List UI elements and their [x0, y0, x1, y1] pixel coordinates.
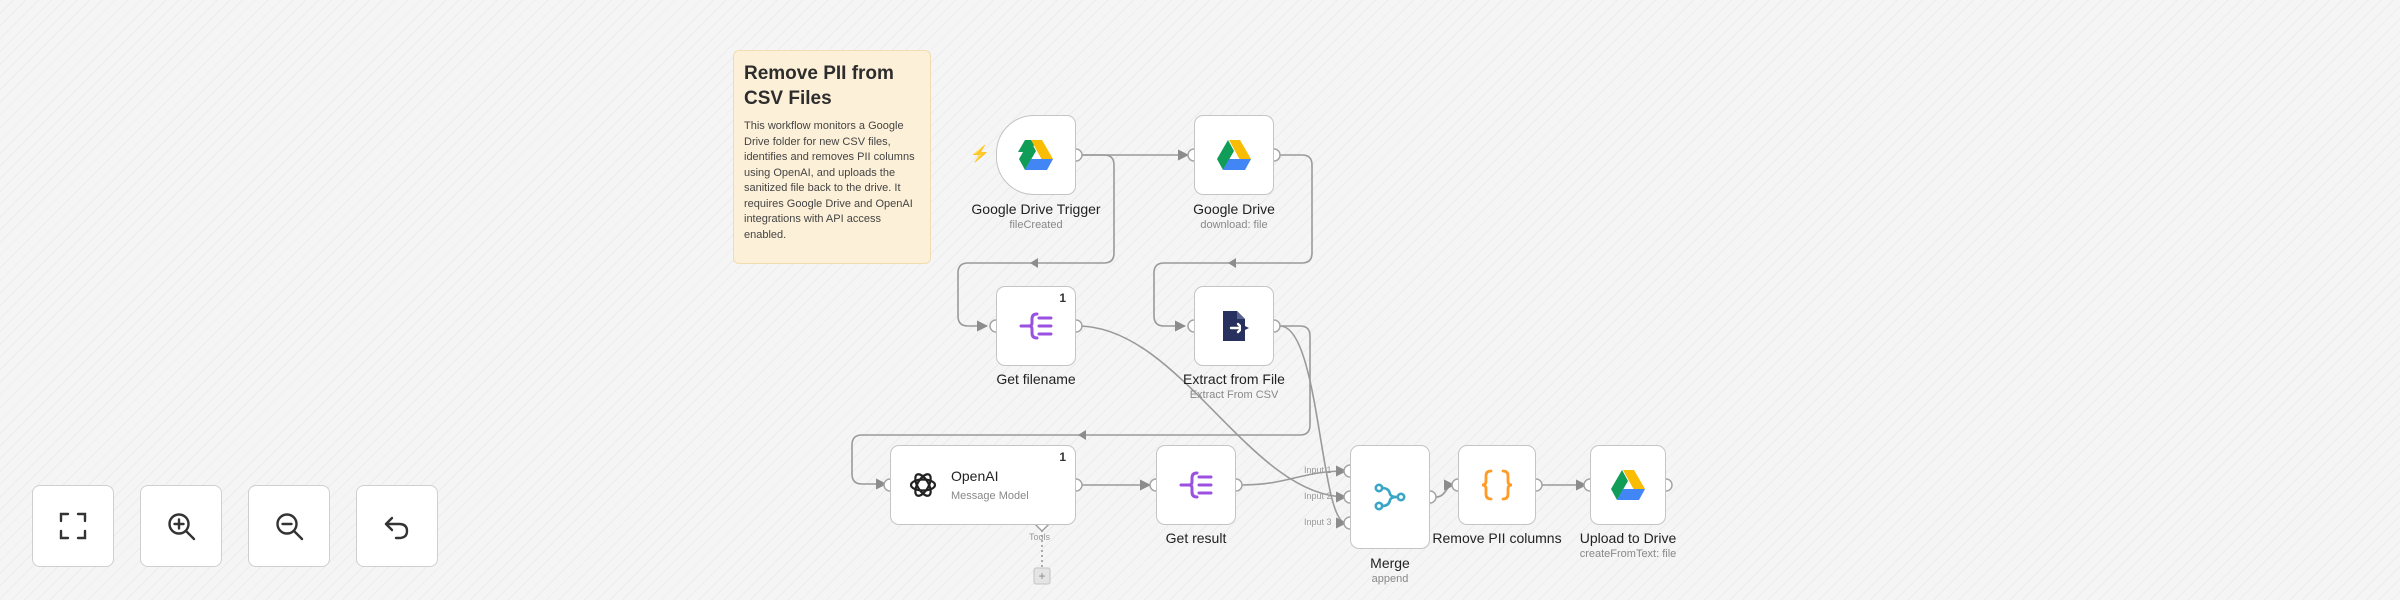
- node-merge-label: Merge append: [1370, 555, 1410, 585]
- node-subtitle: append: [1371, 573, 1409, 585]
- node-subtitle: Message Model: [951, 490, 1029, 502]
- node-title: Remove PII columns: [1432, 530, 1562, 546]
- node-title: OpenAI: [951, 468, 999, 484]
- node-badge: 1: [1059, 450, 1066, 464]
- node-merge[interactable]: [1350, 445, 1430, 549]
- node-google-drive-trigger[interactable]: [996, 115, 1076, 195]
- edge-merge-removepii: [1435, 479, 1456, 498]
- node-remove-pii-columns-label: Remove PII columns: [1432, 530, 1561, 546]
- node-extract-from-file-label: Extract from File Extract From CSV: [1183, 371, 1285, 401]
- node-upload-to-drive-label: Upload to Drive createFromText: file: [1580, 530, 1677, 560]
- node-title: Get result: [1165, 530, 1227, 546]
- undo-icon: [384, 516, 409, 540]
- merge-input-2-label: Input 2: [1304, 491, 1332, 501]
- node-get-filename[interactable]: 1: [996, 286, 1076, 366]
- node-title: Google Drive: [1193, 201, 1275, 217]
- google-drive-icon: [1611, 470, 1645, 500]
- google-drive-icon: [1217, 140, 1251, 170]
- node-badge: 1: [1059, 291, 1066, 305]
- zoom-in-button[interactable]: [140, 485, 222, 567]
- code-braces-icon: [1481, 469, 1513, 501]
- node-title: Upload to Drive: [1579, 530, 1677, 546]
- fit-view-icon: [59, 512, 87, 540]
- node-get-result-label: Get result: [1166, 530, 1227, 546]
- set-fields-icon: [1019, 312, 1053, 340]
- google-drive-icon: [1018, 140, 1053, 170]
- zoom-in-icon: [168, 513, 196, 541]
- node-openai[interactable]: 1 OpenAI Message Model: [890, 445, 1076, 525]
- edge-extract-merge: [1279, 325, 1348, 529]
- node-get-result[interactable]: [1156, 445, 1236, 525]
- node-google-drive[interactable]: [1194, 115, 1274, 195]
- node-title: Google Drive Trigger: [971, 201, 1101, 217]
- node-title: Get filename: [996, 371, 1076, 387]
- node-remove-pii-columns[interactable]: [1458, 445, 1536, 525]
- sticky-note-title: Remove PII from CSV Files: [744, 63, 894, 109]
- node-subtitle: Extract From CSV: [1189, 389, 1279, 401]
- tools-port-label: Tools: [1029, 532, 1051, 542]
- svg-text:+: +: [1038, 569, 1045, 583]
- node-subtitle: download: file: [1200, 219, 1268, 231]
- merge-input-1-label: Input 1: [1304, 465, 1332, 475]
- node-subtitle: fileCreated: [1009, 219, 1063, 231]
- set-fields-icon: [1179, 471, 1213, 499]
- node-upload-to-drive[interactable]: [1590, 445, 1666, 525]
- extract-file-icon: [1223, 311, 1249, 341]
- sticky-note-body: This workflow monitors a Google Drive fo…: [744, 120, 915, 241]
- edge-filename-merge: [1077, 325, 1348, 503]
- node-google-drive-trigger-label: Google Drive Trigger fileCreated: [971, 201, 1100, 231]
- trigger-bolt-icon: ⚡: [970, 146, 990, 163]
- merge-input-3-label: Input 3: [1304, 517, 1332, 527]
- node-extract-from-file[interactable]: [1194, 286, 1274, 366]
- node-title: Extract from File: [1183, 371, 1285, 387]
- openai-icon: [909, 473, 937, 497]
- edge-result-merge: [1239, 465, 1348, 486]
- node-subtitle: createFromText: file: [1579, 548, 1677, 560]
- node-google-drive-label: Google Drive download: file: [1193, 201, 1275, 231]
- node-openai-text: OpenAI Message Model: [951, 468, 1029, 502]
- sticky-note[interactable]: Remove PII from CSV Files This workflow …: [733, 50, 931, 264]
- zoom-out-button[interactable]: [248, 485, 330, 567]
- reset-zoom-button[interactable]: [356, 485, 438, 567]
- zoom-out-icon: [276, 513, 304, 541]
- fit-view-button[interactable]: [32, 485, 114, 567]
- node-get-filename-label: Get filename: [996, 371, 1075, 387]
- node-title: Merge: [1370, 555, 1410, 571]
- merge-icon: [1374, 483, 1406, 511]
